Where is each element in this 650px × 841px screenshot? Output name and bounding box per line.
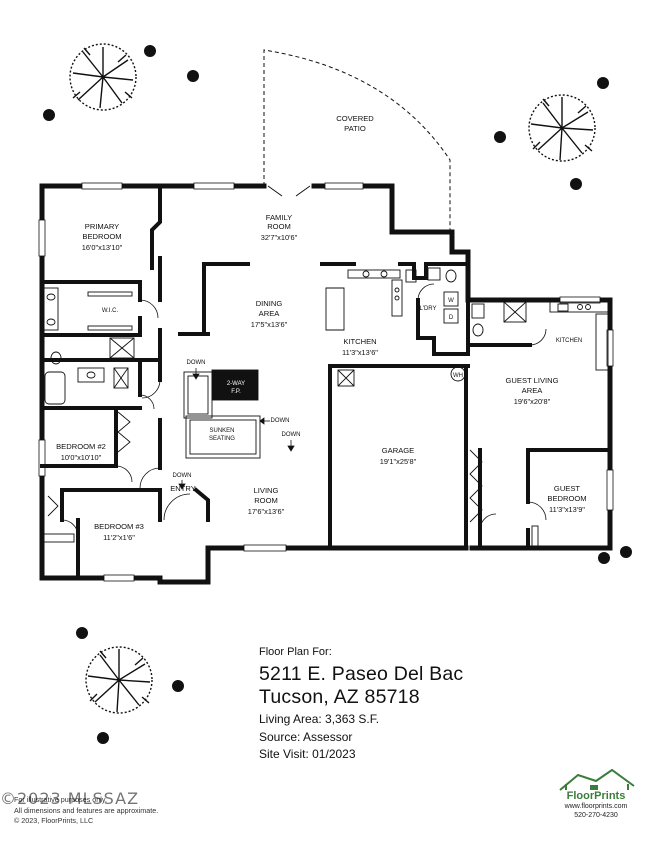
patio-label-2: PATIO bbox=[344, 124, 366, 133]
dining-area-label-2: AREA bbox=[259, 309, 281, 318]
guest-bedroom-label-2: BEDROOM bbox=[547, 494, 586, 503]
interior-walls bbox=[40, 184, 612, 580]
bedroom2-label: BEDROOM #2 bbox=[56, 442, 106, 451]
windows bbox=[38, 182, 614, 582]
living-room-label: LIVING bbox=[254, 486, 279, 495]
garage-label: GARAGE bbox=[382, 446, 415, 455]
patio-door[interactable] bbox=[267, 185, 311, 197]
disclaimer-line-2: All dimensions and features are approxim… bbox=[14, 805, 159, 815]
kitchen-label: KITCHEN bbox=[343, 337, 376, 346]
floorprints-brand: FloorPrints www.floorprints.com 520-270-… bbox=[548, 764, 644, 820]
floor-plan-info: Floor Plan For: 5211 E. Paseo Del Bac Tu… bbox=[259, 646, 463, 762]
kitchen-dim: 11'3"x13'6" bbox=[342, 348, 378, 357]
bedroom3-label: BEDROOM #3 bbox=[94, 522, 144, 531]
living-area: Living Area: 3,363 S.F. bbox=[259, 712, 380, 726]
covered-patio-outline bbox=[263, 49, 451, 232]
fireplace-label: 2-WAY bbox=[227, 381, 245, 387]
down-label-2: DOWN bbox=[271, 418, 290, 424]
down-label-3: DOWN bbox=[282, 432, 301, 438]
tree-icon bbox=[528, 94, 596, 162]
brand-url[interactable]: www.floorprints.com bbox=[564, 803, 628, 810]
patio-label-1: COVERED bbox=[336, 114, 374, 123]
living-room-dim: 17'6"x13'6" bbox=[248, 507, 285, 516]
floorprints-logo-icon bbox=[559, 768, 635, 791]
guest-living-dim: 19'6"x20'8" bbox=[514, 397, 551, 406]
floor-plan-for-label: Floor Plan For: bbox=[259, 646, 332, 658]
address-line-2: Tucson, AZ 85718 bbox=[259, 686, 420, 708]
brand-name: FloorPrints bbox=[566, 790, 626, 802]
address-line-1: 5211 E. Paseo Del Bac bbox=[259, 663, 464, 685]
fixtures bbox=[43, 267, 609, 547]
guest-bedroom-label: GUEST bbox=[554, 484, 581, 493]
bedroom2-dim: 10'0"x10'10" bbox=[61, 453, 102, 462]
shrub-icon bbox=[43, 45, 632, 744]
fireplace-label-2: F.P. bbox=[231, 389, 241, 395]
source: Source: Assessor bbox=[259, 729, 353, 744]
disclaimer-line-3: © 2023, FloorPrints, LLC bbox=[14, 816, 94, 825]
washer-label: W bbox=[448, 298, 454, 304]
guest-bedroom-dim: 11'3"x13'9" bbox=[549, 505, 585, 514]
dining-area-label: DINING bbox=[256, 299, 283, 308]
brand-phone: 520-270-4230 bbox=[574, 812, 618, 819]
step-arrows bbox=[178, 368, 295, 490]
door-swings[interactable] bbox=[61, 283, 547, 537]
family-room-label: FAMILY bbox=[266, 213, 292, 222]
bedroom3-dim: 11'2"x1'6" bbox=[103, 533, 135, 542]
primary-bedroom-label: PRIMARY bbox=[85, 222, 119, 231]
tree-icon bbox=[85, 646, 153, 714]
sunken-seating-label-2: SEATING bbox=[209, 436, 235, 442]
dining-area-dim: 17'5"x13'6" bbox=[251, 320, 288, 329]
family-room-label-2: ROOM bbox=[267, 222, 291, 231]
primary-bedroom-dim: 16'0"x13'10" bbox=[82, 243, 123, 252]
garage-dim: 19'1"x25'8" bbox=[380, 457, 417, 466]
disclaimer: For illustrative purposes only. All dime… bbox=[14, 795, 158, 827]
sunken-seating-label: SUNKEN bbox=[209, 428, 234, 434]
guest-living-label-2: AREA bbox=[522, 386, 544, 395]
laundry-label: L'DRY bbox=[419, 306, 436, 312]
down-label-1: DOWN bbox=[187, 360, 206, 366]
entry-label: ENTRY bbox=[170, 484, 196, 493]
mls-watermark: ©2023 MLSSAZ bbox=[0, 789, 140, 808]
guest-living-label: GUEST LIVING bbox=[505, 376, 558, 385]
down-label-4: DOWN bbox=[173, 473, 192, 479]
living-room-label-2: ROOM bbox=[254, 496, 278, 505]
guest-kitchen-label: KITCHEN bbox=[556, 338, 582, 344]
family-room-dim: 32'7"x10'6" bbox=[261, 233, 298, 242]
dryer-label: D bbox=[449, 315, 454, 321]
primary-bedroom-label-2: BEDROOM bbox=[82, 232, 121, 241]
site-visit: Site Visit: 01/2023 bbox=[259, 747, 356, 761]
room-labels: FAMILY ROOM 32'7"x10'6" PRIMARY BEDROOM … bbox=[56, 213, 587, 542]
tree-icon bbox=[69, 43, 137, 111]
disclaimer-line-1: For illustrative purposes only. bbox=[14, 795, 107, 804]
wic-label: W.I.C. bbox=[102, 308, 119, 314]
water-heater-label: WH bbox=[453, 373, 463, 379]
